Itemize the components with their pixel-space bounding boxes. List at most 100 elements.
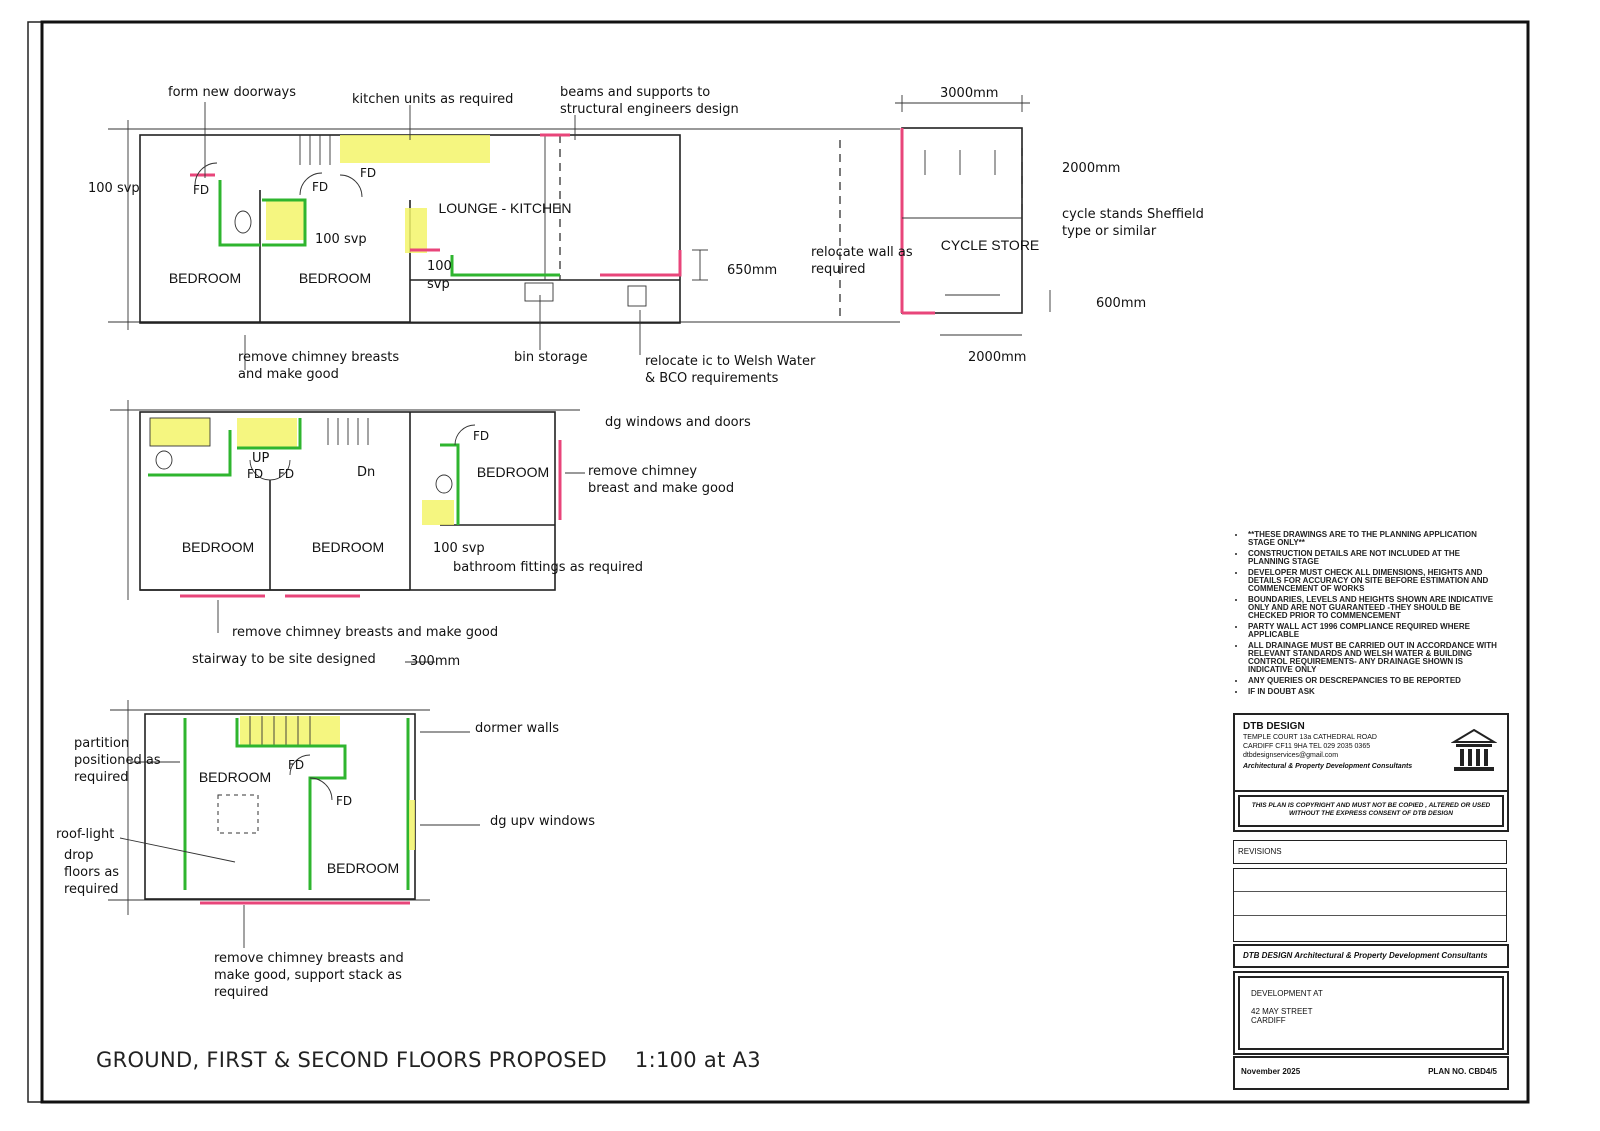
company-email: dtbdesignservices@gmail.com — [1243, 752, 1339, 759]
gf-form-doorways-note: form new doorways — [168, 85, 296, 100]
sf-rooflight-note-1: roof-light — [56, 827, 114, 842]
ff-bedroom-1-label: BEDROOM — [182, 539, 254, 555]
gf-beams-note-2: structural engineers design — [560, 102, 739, 117]
sf-dg-upvc-note: dg upv windows — [490, 814, 595, 829]
sf-dim-300: 300mm — [410, 654, 460, 669]
first-floor-plan — [110, 400, 580, 600]
cycle-store-dim-right: 2000mm — [1062, 161, 1120, 176]
gf-dim-650: 650mm — [727, 263, 777, 278]
ff-chimney-bottom-note: remove chimney breasts and make good — [232, 625, 498, 640]
note-item: **THESE DRAWINGS ARE TO THE PLANNING APP… — [1246, 531, 1502, 547]
notes-panel: **THESE DRAWINGS ARE TO THE PLANNING APP… — [1232, 531, 1502, 699]
revisions-label: REVISIONS — [1238, 847, 1282, 856]
sf-rooflight-note-4: required — [64, 882, 118, 897]
ff-bathroom-note: bathroom fittings as required — [453, 560, 643, 575]
gf-fd-2: FD — [312, 180, 328, 194]
gf-chimney-note-1: remove chimney breasts — [238, 350, 399, 365]
note-item: PARTY WALL ACT 1996 COMPLIANCE REQUIRED … — [1246, 623, 1502, 639]
gf-beams-note-1: beams and supports to — [560, 85, 710, 100]
company-address-2: CARDIFF CF11 9HA TEL 029 2035 0365 — [1243, 743, 1371, 750]
date-plan-box: November 2025 PLAN NO. CBD4/5 — [1233, 1056, 1509, 1090]
note-item: BOUNDARIES, LEVELS AND HEIGHTS SHOWN ARE… — [1246, 596, 1502, 620]
development-address-2: CARDIFF — [1251, 1016, 1286, 1025]
inner-border — [40, 20, 1530, 1104]
company-box: DTB DESIGN TEMPLE COURT 13a CATHEDRAL RO… — [1233, 713, 1509, 792]
sf-dormer-walls-note: dormer walls — [475, 721, 559, 736]
ff-stair-dn: Dn — [357, 465, 375, 480]
gf-bedroom-1-label: BEDROOM — [169, 270, 241, 286]
sf-stairway-note: stairway to be site designed — [192, 652, 376, 667]
sf-bedroom-2-label: BEDROOM — [327, 860, 399, 876]
copyright-line-2: WITHOUT THE EXPRESS CONSENT OF DTB DESIG… — [1289, 810, 1453, 817]
copyright-line-1: THIS PLAN IS COPYRIGHT AND MUST NOT BE C… — [1251, 802, 1491, 809]
gf-bedroom-2-label: BEDROOM — [299, 270, 371, 286]
sf-rooflight-note-3: floors as — [64, 865, 119, 880]
gf-fd-1: FD — [193, 183, 209, 197]
plan-date: November 2025 — [1241, 1067, 1301, 1076]
cycle-store-dim-600: 600mm — [1096, 296, 1146, 311]
sf-bedroom-1-label: BEDROOM — [199, 769, 271, 785]
revisions-box: REVISIONS — [1233, 840, 1507, 864]
sf-partition-note-2: positioned as — [74, 753, 161, 768]
note-item: IF IN DOUBT ASK — [1246, 688, 1502, 696]
gf-relocate-wall-2: required — [811, 262, 865, 277]
building-columns-icon — [1451, 728, 1497, 771]
gf-chimney-note-2: and make good — [238, 367, 339, 382]
ff-bedroom-3-label: BEDROOM — [477, 464, 549, 480]
leader-lines — [119, 102, 641, 948]
copyright-box: THIS PLAN IS COPYRIGHT AND MUST NOT BE C… — [1233, 790, 1509, 832]
ff-svp-note: 100 svp — [433, 541, 485, 556]
note-item: DEVELOPER MUST CHECK ALL DIMENSIONS, HEI… — [1246, 569, 1502, 593]
gf-svp-small-1: 100 — [427, 259, 452, 274]
ff-fd-3: FD — [473, 429, 489, 443]
ff-fd-1: FD — [247, 467, 263, 481]
sf-partition-note-1: partition — [74, 736, 129, 751]
company-banner-box: DTB DESIGN Architectural & Property Deve… — [1233, 944, 1509, 968]
ff-chimney-right-1: remove chimney — [588, 464, 697, 479]
gf-relocate-ic-2: & BCO requirements — [645, 371, 779, 386]
ground-floor-plan — [108, 120, 900, 330]
cycle-stands-note-1: cycle stands Sheffield — [1062, 207, 1204, 222]
drawing-title-text: GROUND, FIRST & SECOND FLOORS PROPOSED — [96, 1048, 607, 1072]
cycle-store-dim-top: 3000mm — [940, 86, 998, 101]
cycle-store-dim-bottom: 2000mm — [968, 350, 1026, 365]
sf-fd-1: FD — [288, 758, 304, 772]
gf-bin-storage-note: bin storage — [514, 350, 588, 365]
gf-svp-small-2: svp — [427, 277, 450, 292]
gf-svp-left: 100 svp — [88, 181, 140, 196]
gf-relocate-ic-1: relocate ic to Welsh Water — [645, 354, 816, 369]
sf-chimney-note-3: required — [214, 985, 268, 1000]
cycle-store-plan — [895, 95, 1051, 336]
cycle-stands-note-2: type or similar — [1062, 224, 1157, 239]
note-item: CONSTRUCTION DETAILS ARE NOT INCLUDED AT… — [1246, 550, 1502, 566]
gf-svp-mid: 100 svp — [315, 232, 367, 247]
note-item: ALL DRAINAGE MUST BE CARRIED OUT IN ACCO… — [1246, 642, 1502, 674]
note-item: ANY QUERIES OR DESCREPANCIES TO BE REPOR… — [1246, 677, 1502, 685]
revisions-table — [1233, 868, 1507, 942]
sf-partition-note-3: required — [74, 770, 128, 785]
second-floor-plan — [108, 661, 435, 915]
gf-fd-3: FD — [360, 166, 376, 180]
company-banner: DTB DESIGN Architectural & Property Deve… — [1243, 951, 1488, 960]
ff-fd-2: FD — [278, 467, 294, 481]
ff-dg-windows-note: dg windows and doors — [605, 415, 751, 430]
cycle-store-label: CYCLE STORE — [941, 237, 1040, 253]
development-label: DEVELOPMENT AT — [1251, 989, 1323, 998]
company-name: DTB DESIGN — [1243, 721, 1305, 732]
sf-chimney-note-2: make good, support stack as — [214, 968, 402, 983]
sf-fd-2: FD — [336, 794, 352, 808]
development-box: DEVELOPMENT AT 42 MAY STREET CARDIFF — [1233, 971, 1509, 1055]
gf-lounge-kitchen-label: LOUNGE - KITCHEN — [438, 200, 571, 216]
company-address-1: TEMPLE COURT 13a CATHEDRAL ROAD — [1243, 734, 1377, 741]
development-address-1: 42 MAY STREET — [1251, 1007, 1313, 1016]
company-tagline: Architectural & Property Development Con… — [1243, 763, 1413, 770]
gf-kitchen-units-note: kitchen units as required — [352, 92, 513, 107]
ff-bedroom-2-label: BEDROOM — [312, 539, 384, 555]
ff-chimney-right-2: breast and make good — [588, 481, 734, 496]
plan-number: PLAN NO. CBD4/5 — [1428, 1067, 1497, 1076]
gf-relocate-wall-1: relocate wall as — [811, 245, 913, 260]
ff-stair-up: UP — [252, 451, 270, 466]
